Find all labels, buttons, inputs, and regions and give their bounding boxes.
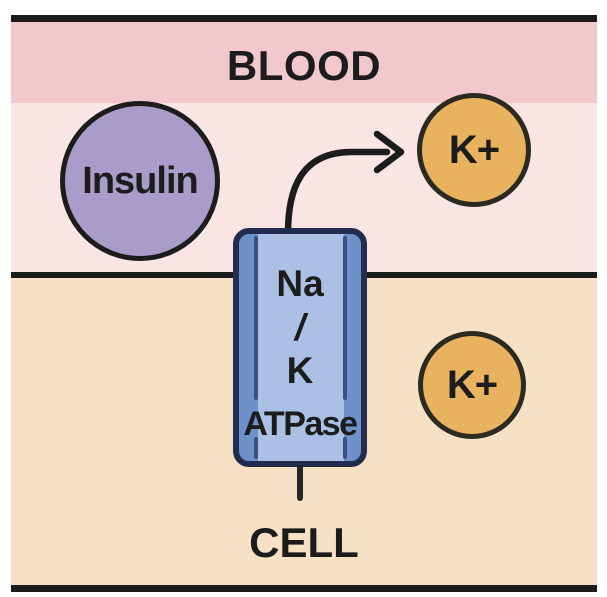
pump-label-k: K: [286, 350, 314, 391]
pump-center-panel: [258, 234, 344, 461]
potassium-blood-label: K+: [448, 127, 500, 172]
na-k-atpase-pump: Na / K ATPase: [233, 228, 367, 467]
pump-groove-right-lower: [343, 437, 347, 459]
frame-bottom-border: [11, 585, 597, 592]
pump-label-atpase: ATPase: [243, 405, 358, 443]
pump-groove-left-lower: [254, 437, 258, 459]
blood-header-band: [11, 22, 597, 103]
pump-label-na: Na: [276, 263, 324, 304]
pump-groove-right-upper: [343, 236, 347, 400]
blood-region-label: BLOOD: [226, 42, 382, 89]
pump-groove-left-upper: [254, 236, 258, 400]
cell-region-label: CELL: [249, 519, 359, 566]
frame-top-border: [11, 15, 597, 22]
pump-label-slash: /: [294, 307, 306, 348]
potassium-blood-circle: K+: [417, 93, 531, 207]
insulin-circle: Insulin: [60, 101, 220, 261]
pump-stem-line: [297, 465, 303, 501]
potassium-cell-circle: K+: [418, 331, 526, 439]
insulin-label: Insulin: [82, 159, 198, 202]
potassium-cell-label: K+: [446, 362, 498, 407]
